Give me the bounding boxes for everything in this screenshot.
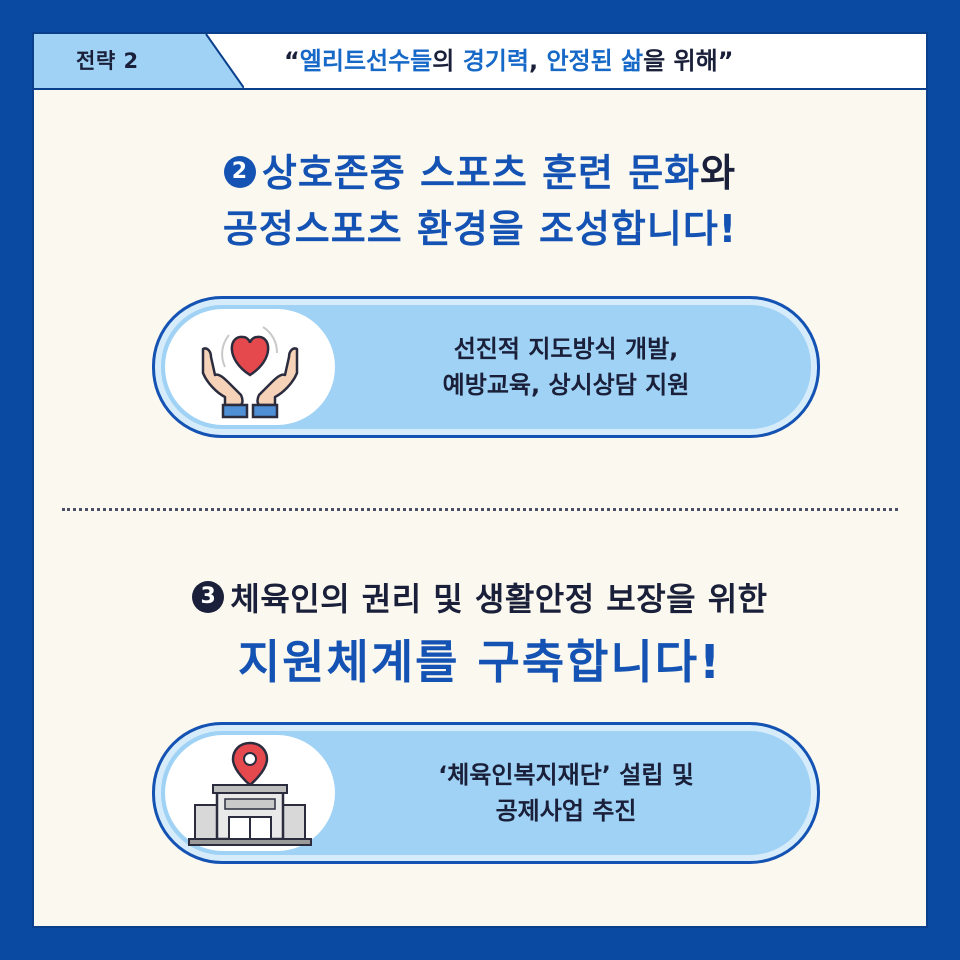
section2-pill-text: ‘체육인복지재단’ 설립 및 공제사업 추진 <box>355 725 777 861</box>
section1-pill-line1: 선진적 지도방식 개발, <box>453 335 679 363</box>
section2-pill-line2: 공제사업 추진 <box>495 797 637 825</box>
tag-divider <box>205 34 244 88</box>
header-bar: 전략 2 “엘리트선수들의 경기력, 안정된 삶을 위해” <box>34 34 926 90</box>
quote-highlight-performance: 경기력 <box>462 47 529 75</box>
quote-text: 의 <box>432 47 463 75</box>
strategy-label: 전략 2 <box>76 49 139 73</box>
quote-highlight-stable-life: 안정된 삶 <box>546 47 644 75</box>
section2-pill-line1: ‘체육인복지재단’ 설립 및 <box>438 761 694 789</box>
dotted-divider <box>62 508 898 511</box>
quote-highlight-athletes: 엘리트선수들 <box>299 47 433 75</box>
section1-pill-line2: 예방교육, 상시상담 지원 <box>442 371 690 399</box>
strategy-tag <box>34 34 244 88</box>
section1-title-line2: 공정스포츠 환경을 조성합니다! <box>222 207 738 251</box>
section2-number-badge: 3 <box>192 581 225 613</box>
section2-title-text: 체육인의 권리 및 생활안정 보장을 위한 <box>230 580 768 618</box>
quote-open: “ <box>284 47 300 75</box>
section1-pill: 선진적 지도방식 개발, 예방교육, 상시상담 지원 <box>152 296 820 438</box>
section1-number-badge: 2 <box>223 155 256 188</box>
quote-text: , <box>528 47 547 75</box>
header-quote: “엘리트선수들의 경기력, 안정된 삶을 위해” <box>284 34 734 88</box>
section1-title-blue: 상호존중 스포츠 훈련 문화 <box>261 151 701 195</box>
building-location-icon <box>188 741 312 846</box>
hands-heart-icon <box>201 326 299 419</box>
section1-title-dark: 와 <box>700 151 737 195</box>
section2-title-line2: 지원체계를 구축합니다! <box>237 635 723 689</box>
section2-pill: ‘체육인복지재단’ 설립 및 공제사업 추진 <box>152 722 820 864</box>
quote-close: ” <box>717 47 734 75</box>
quote-text: 을 위해 <box>643 47 718 75</box>
section1-pill-text: 선진적 지도방식 개발, 예방교육, 상시상담 지원 <box>355 299 777 435</box>
